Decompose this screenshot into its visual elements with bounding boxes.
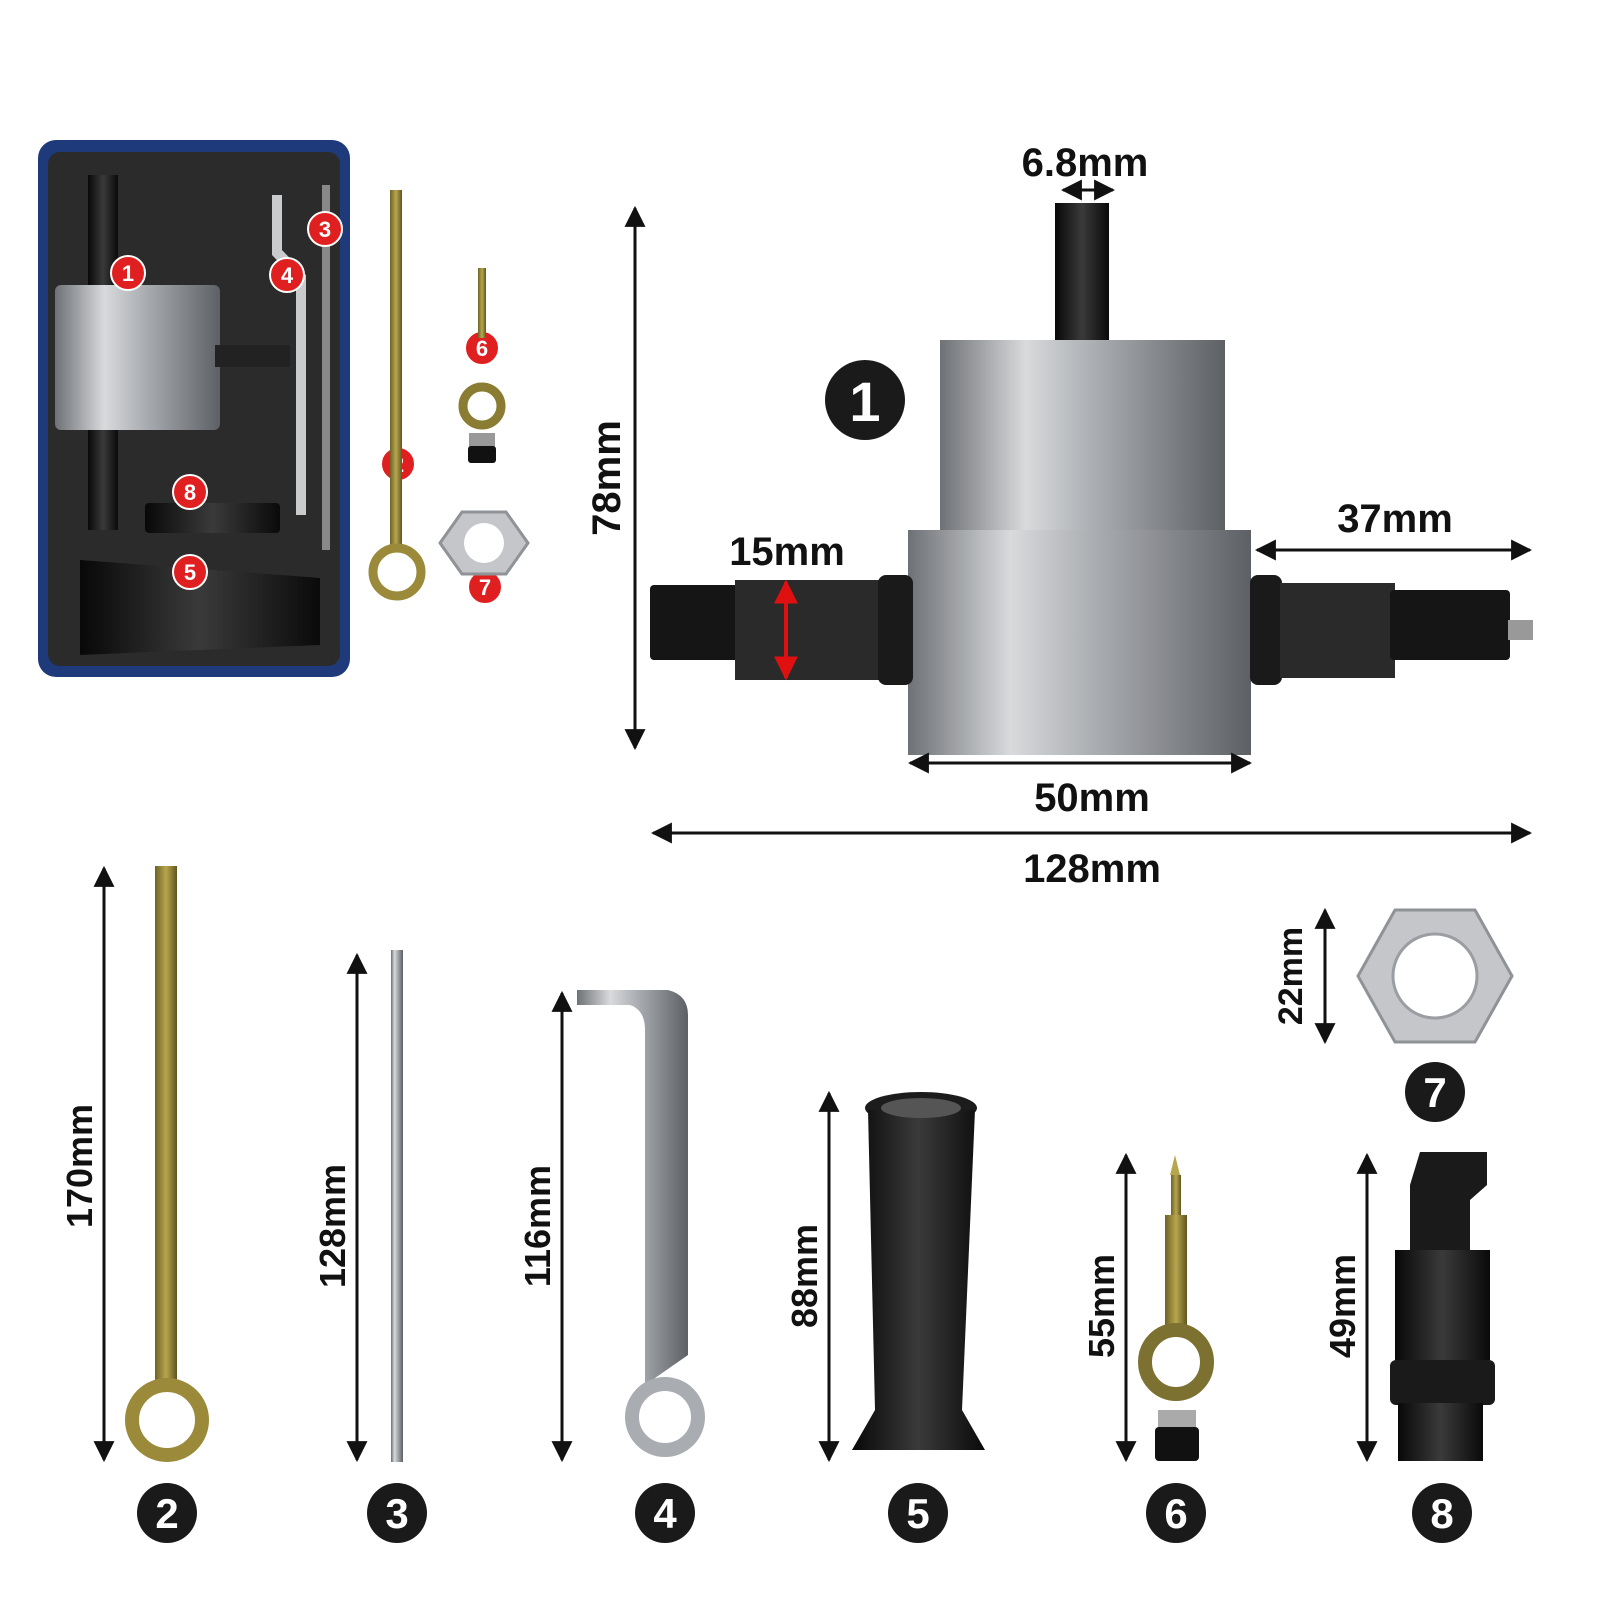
svg-text:6: 6 (476, 336, 488, 361)
part-4: 116mm 4 (517, 990, 705, 1543)
part-3: 128mm 3 (312, 950, 427, 1543)
cutter-head-image (1390, 1152, 1495, 1461)
tray-badge-1: 1 (110, 255, 146, 291)
loose-guide-pin-image (458, 268, 506, 463)
svg-text:3: 3 (319, 217, 331, 242)
wrench-image (577, 990, 705, 1457)
loose-parts (368, 190, 530, 601)
blade-diameter-label: 15mm (729, 530, 845, 574)
part-5-dimension-label: 88mm (784, 1224, 825, 1328)
svg-text:5: 5 (184, 560, 196, 585)
nut-image (1356, 908, 1514, 1044)
svg-text:7: 7 (479, 575, 491, 600)
part-7-badge: 7 (1423, 1069, 1446, 1116)
svg-text:8: 8 (184, 480, 196, 505)
tray-badge-8: 8 (172, 474, 208, 510)
rod-image (391, 950, 403, 1462)
part-4-dimension-label: 116mm (517, 1165, 558, 1287)
tray-cutter-head-image (145, 503, 280, 533)
part-2-badge: 2 (155, 1490, 178, 1537)
part-3-dimension-label: 128mm (312, 1164, 353, 1288)
handle-image (852, 1092, 985, 1450)
part-3-badge: 3 (385, 1490, 408, 1537)
body-diameter-label: 50mm (1034, 776, 1150, 820)
side-length-label: 37mm (1337, 497, 1453, 541)
storage-tray (38, 140, 350, 677)
tray-badge-4: 4 (269, 257, 305, 293)
part-2-dimension-label: 170mm (59, 1104, 100, 1228)
loose-gauge-rod-image (368, 190, 426, 601)
main-dimension-arrows (624, 179, 1533, 844)
part-8-badge: 8 (1430, 1490, 1453, 1537)
part-4-badge: 4 (653, 1490, 677, 1537)
svg-text:4: 4 (281, 263, 294, 288)
shank-size-label: 6.8mm (1022, 141, 1149, 185)
tray-cutter-image (55, 175, 290, 530)
svg-text:1: 1 (122, 261, 134, 286)
part-8-dimension-label: 49mm (1322, 1254, 1363, 1358)
part-5: 88mm 5 (784, 1090, 985, 1543)
part-8: 49mm 8 (1322, 1152, 1495, 1543)
part-6-badge: 6 (1164, 1490, 1187, 1537)
part-6: 55mm 6 (1081, 1152, 1214, 1543)
height-label: 78mm (585, 420, 629, 536)
part-5-badge: 5 (906, 1490, 929, 1537)
guide-pin-image (1138, 1155, 1214, 1461)
part-6-dimension-label: 55mm (1081, 1254, 1122, 1358)
svg-text:1: 1 (849, 370, 880, 433)
tray-rod-image (322, 185, 330, 550)
tray-badge-5: 5 (172, 554, 208, 590)
main-badge-1: 1 (825, 360, 905, 440)
part-7-dimension-label: 22mm (1272, 927, 1310, 1025)
part-7: 22mm 7 (1272, 907, 1514, 1122)
main-cutter-image (650, 203, 1533, 755)
total-width-label: 128mm (1023, 847, 1161, 891)
tray-handle-image (80, 560, 320, 655)
part-2: 170mm 2 (59, 865, 209, 1543)
gauge-rod-image (125, 866, 209, 1462)
tray-badge-3: 3 (307, 211, 343, 247)
